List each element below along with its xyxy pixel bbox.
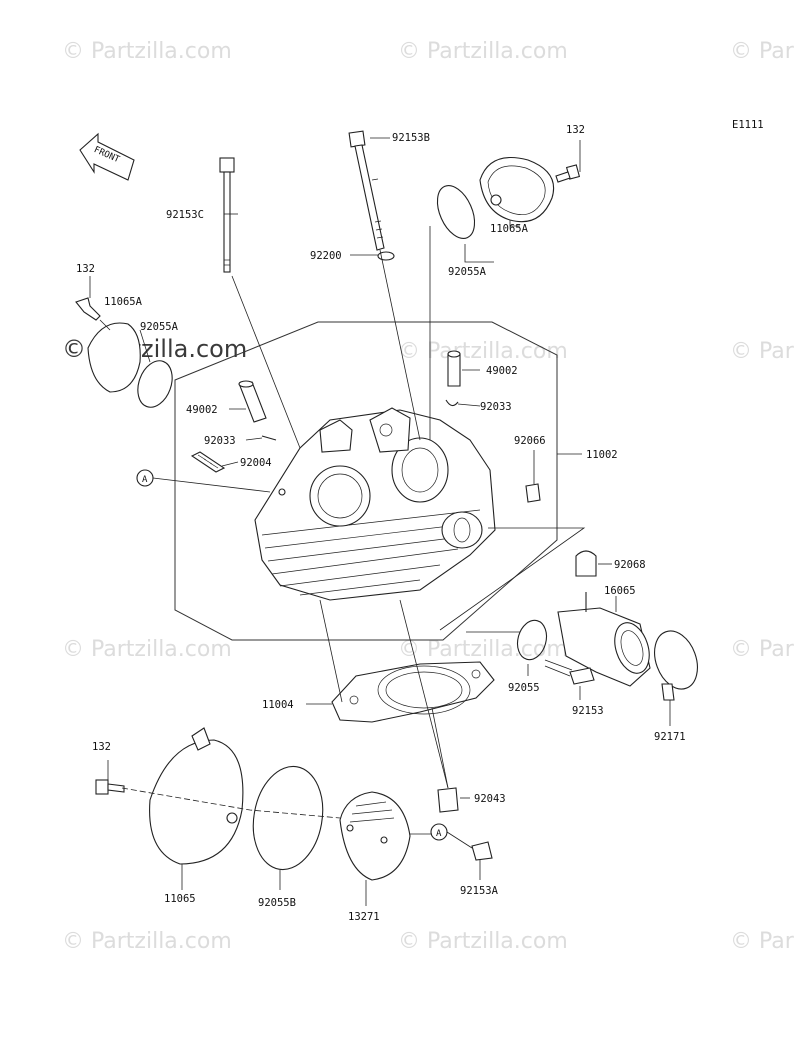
bolt-92153a	[471, 841, 493, 861]
part-label: 92033	[480, 401, 512, 413]
cover-11065a-top	[479, 156, 555, 223]
part-label: 11065	[164, 893, 196, 905]
part-label: 132	[76, 263, 95, 275]
part-label: 92171	[654, 731, 686, 743]
part-label: 92153	[572, 705, 604, 717]
part-label: 132	[566, 124, 585, 136]
watermark: © Par	[730, 339, 795, 364]
part-label: 11004	[262, 699, 294, 711]
part-label: 49002	[486, 365, 518, 377]
part-label: 92055	[508, 682, 540, 694]
callout-a-top: A	[136, 469, 154, 487]
callout-a-label: A	[142, 475, 148, 485]
diagram-code: E1111	[732, 119, 764, 131]
part-label: 92200	[310, 250, 342, 262]
part-label: 92066	[514, 435, 546, 447]
valve-guide-49002-left	[238, 380, 267, 423]
watermark: © Partzilla.com	[398, 637, 568, 662]
cylinder-head-11002	[254, 407, 496, 601]
o-ring-92055a-top	[436, 185, 476, 239]
part-label: 92153C	[166, 209, 204, 221]
watermark: © Par	[730, 39, 795, 64]
stud-bolt-92153c	[219, 157, 235, 273]
part-label: 11065A	[490, 223, 529, 235]
clip-92033-left	[261, 435, 277, 441]
stud-bolt-92153b	[348, 130, 385, 251]
front-arrow-icon: FRONT	[79, 132, 135, 181]
part-label: 13271	[348, 911, 380, 923]
part-label: 132	[92, 741, 111, 753]
watermark: © Partzilla.com	[62, 39, 232, 64]
watermark: © Partzilla.com	[62, 929, 232, 954]
valve-guide-49002-right	[447, 350, 461, 387]
part-label: 49002	[186, 404, 218, 416]
o-ring-92055	[516, 619, 548, 661]
part-label: 92004	[240, 457, 272, 469]
watermark: © Partzilla.com	[398, 339, 568, 364]
bolt-132-bottom	[95, 779, 125, 795]
dowel-pin-92043	[437, 787, 459, 813]
watermark-layer: © Partzilla.com © Partzilla.com © Par © …	[62, 39, 795, 954]
cap-92068	[575, 550, 597, 577]
callout-a-label: A	[436, 829, 442, 839]
part-label: 92043	[474, 793, 506, 805]
part-label: 92055B	[258, 897, 296, 909]
plate-13271	[339, 791, 411, 881]
part-label: 11002	[586, 449, 618, 461]
watermark: © Partzilla.com	[398, 39, 568, 64]
cover-11065	[149, 727, 244, 865]
part-label: 92153A	[460, 885, 499, 897]
bolt-92153	[569, 667, 595, 685]
leader-lines	[89, 137, 671, 906]
o-ring-92055b	[252, 765, 324, 871]
watermark: © Partzilla.com	[398, 929, 568, 954]
watermark: © Par	[730, 929, 795, 954]
watermark: © Par	[730, 637, 795, 662]
part-label: 92033	[204, 435, 236, 447]
bolt-132-top	[555, 164, 581, 183]
part-label: 92055A	[140, 321, 179, 333]
part-label: 92153B	[392, 132, 430, 144]
part-label: 92068	[614, 559, 646, 571]
part-label: 92055A	[448, 266, 487, 278]
plug-92066	[525, 483, 541, 503]
stud-92004	[190, 451, 226, 473]
cover-11065a-left	[75, 297, 173, 408]
callout-a-bottom: A	[430, 823, 448, 841]
carburetor-holder-16065	[557, 592, 651, 687]
assembly-box-outline	[174, 321, 558, 641]
part-label: 11065A	[104, 296, 143, 308]
head-gasket-11004	[331, 661, 495, 723]
part-labels: 92153B 132 92153C 92200 92055A 11065A 13…	[76, 124, 686, 923]
o-ring-92055a-left	[137, 360, 173, 408]
part-label: 16065	[604, 585, 636, 597]
clamp-92171	[654, 630, 698, 701]
clip-92033-right	[445, 399, 459, 407]
watermark: © Partzilla.com	[62, 637, 232, 662]
